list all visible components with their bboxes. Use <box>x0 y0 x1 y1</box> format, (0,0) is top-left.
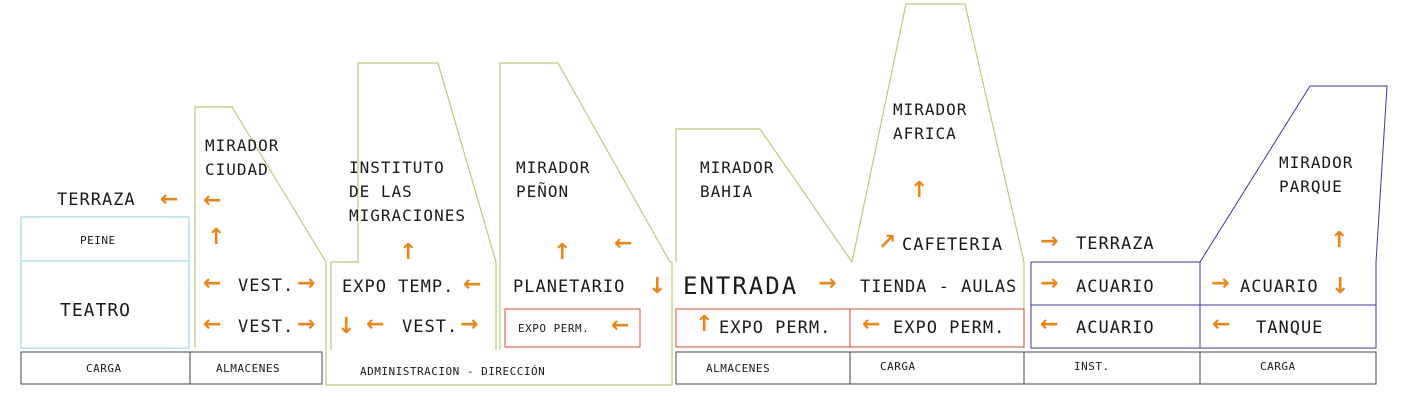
mirador-africa-outline <box>851 3 1025 348</box>
arrow-up-icon: ↑ <box>695 312 714 337</box>
arrow-left-icon: ← <box>1040 312 1059 337</box>
carga-label-2: CARGA <box>880 360 916 373</box>
entrada-label: ENTRADA <box>683 272 799 300</box>
mirador-ciudad-outline <box>194 106 673 386</box>
arrow-right-icon: → <box>297 271 316 296</box>
peine-teatro-box <box>20 216 190 349</box>
arrow-right-icon: → <box>460 312 479 337</box>
mirador-penon-outline <box>499 62 673 350</box>
arrow-up-icon: ↑ <box>207 225 226 250</box>
almacenes-label-1: ALMACENES <box>216 362 281 375</box>
mirador-ciudad-label-2: CIUDAD <box>205 160 269 179</box>
planetario-label: PLANETARIO <box>513 277 626 297</box>
bottom-strip-right <box>675 351 1377 385</box>
expo-temp-label: EXPO TEMP. <box>342 277 455 297</box>
tienda-aulas-label: TIENDA - AULAS <box>860 277 1018 297</box>
expo-perm-left-label: EXPO PERM. <box>719 318 832 338</box>
arrow-left-icon: ← <box>203 271 222 296</box>
arrow-left-icon: ← <box>160 187 179 212</box>
arrow-down-icon: ↓ <box>648 274 667 299</box>
mirador-africa-label-1: MIRADOR <box>893 100 968 119</box>
arrow-left-icon: ← <box>463 272 482 297</box>
expo-perm-small-label: EXPO PERM. <box>518 322 590 335</box>
mirador-bahia-outline <box>675 128 853 263</box>
arrow-left-icon: ← <box>862 312 881 337</box>
arrow-left-icon: ← <box>614 231 633 256</box>
mirador-bahia-label-1: MIRADOR <box>700 158 775 177</box>
mirador-ciudad-label-1: MIRADOR <box>205 136 280 155</box>
arrow-up-icon: ↑ <box>553 240 572 265</box>
arrow-up-icon: ↑ <box>1330 228 1349 253</box>
arrow-up-icon: ↑ <box>910 178 929 203</box>
carga-label-1: CARGA <box>86 362 122 375</box>
acuario-label-3: ACUARIO <box>1240 277 1319 297</box>
arrow-right-icon: → <box>1040 271 1059 296</box>
arrow-left-icon: ← <box>203 188 222 213</box>
carga-label-3: CARGA <box>1260 360 1296 373</box>
arrow-diagonal-icon: ↗ <box>878 230 897 255</box>
expo-perm-small-box <box>504 308 641 348</box>
arrow-left-icon: ← <box>203 312 222 337</box>
instituto-label-3: MIGRACIONES <box>349 206 466 225</box>
arrow-right-icon: → <box>818 271 837 296</box>
mirador-africa-label-2: AFRICA <box>893 124 957 143</box>
vest-label-2: VEST. <box>238 317 295 337</box>
arrow-down-icon: ↓ <box>337 314 356 339</box>
expo-perm-right-box <box>849 308 1025 348</box>
mirador-parque-label-1: MIRADOR <box>1279 153 1354 172</box>
mirador-parque-label-2: PARQUE <box>1279 177 1343 196</box>
mirador-bahia-label-2: BAHIA <box>700 182 754 201</box>
vest-label-1: VEST. <box>238 276 295 296</box>
instituto-label-2: DE LAS <box>349 182 413 201</box>
almacenes-label-2: ALMACENES <box>706 362 771 375</box>
peine-label: PEINE <box>80 234 116 247</box>
instituto-label-1: INSTITUTO <box>349 158 445 177</box>
instituto-outline <box>330 62 497 350</box>
arrow-up-icon: ↑ <box>399 240 418 265</box>
terraza-right-label: TERRAZA <box>1076 234 1155 254</box>
cafeteria-label: CAFETERIA <box>902 235 1004 255</box>
arrow-left-icon: ← <box>366 312 385 337</box>
vest-label-3: VEST. <box>402 317 459 337</box>
teatro-label: TEATRO <box>60 300 132 321</box>
arrow-right-icon: → <box>1040 229 1059 254</box>
arrow-right-icon: → <box>1211 271 1230 296</box>
mirador-penon-label-1: MIRADOR <box>516 158 591 177</box>
expo-perm-right-label: EXPO PERM. <box>893 318 1006 338</box>
acuario-label-1: ACUARIO <box>1076 277 1155 297</box>
admin-label: ADMINISTRACION - DIRECCIÓN <box>360 365 546 378</box>
arrow-down-icon: ↓ <box>1331 274 1350 299</box>
mirador-parque-outline <box>1199 85 1388 349</box>
inst-label: INST. <box>1074 360 1110 373</box>
tanque-label: TANQUE <box>1256 318 1324 338</box>
mirador-penon-label-2: PEÑON <box>516 182 570 201</box>
bottom-strip-left <box>20 351 323 385</box>
acuario-label-2: ACUARIO <box>1076 318 1155 338</box>
arrow-left-icon: ← <box>611 313 630 338</box>
arrow-right-icon: → <box>297 312 316 337</box>
terraza-left-label: TERRAZA <box>57 190 136 210</box>
arrow-left-icon: ← <box>1212 312 1231 337</box>
